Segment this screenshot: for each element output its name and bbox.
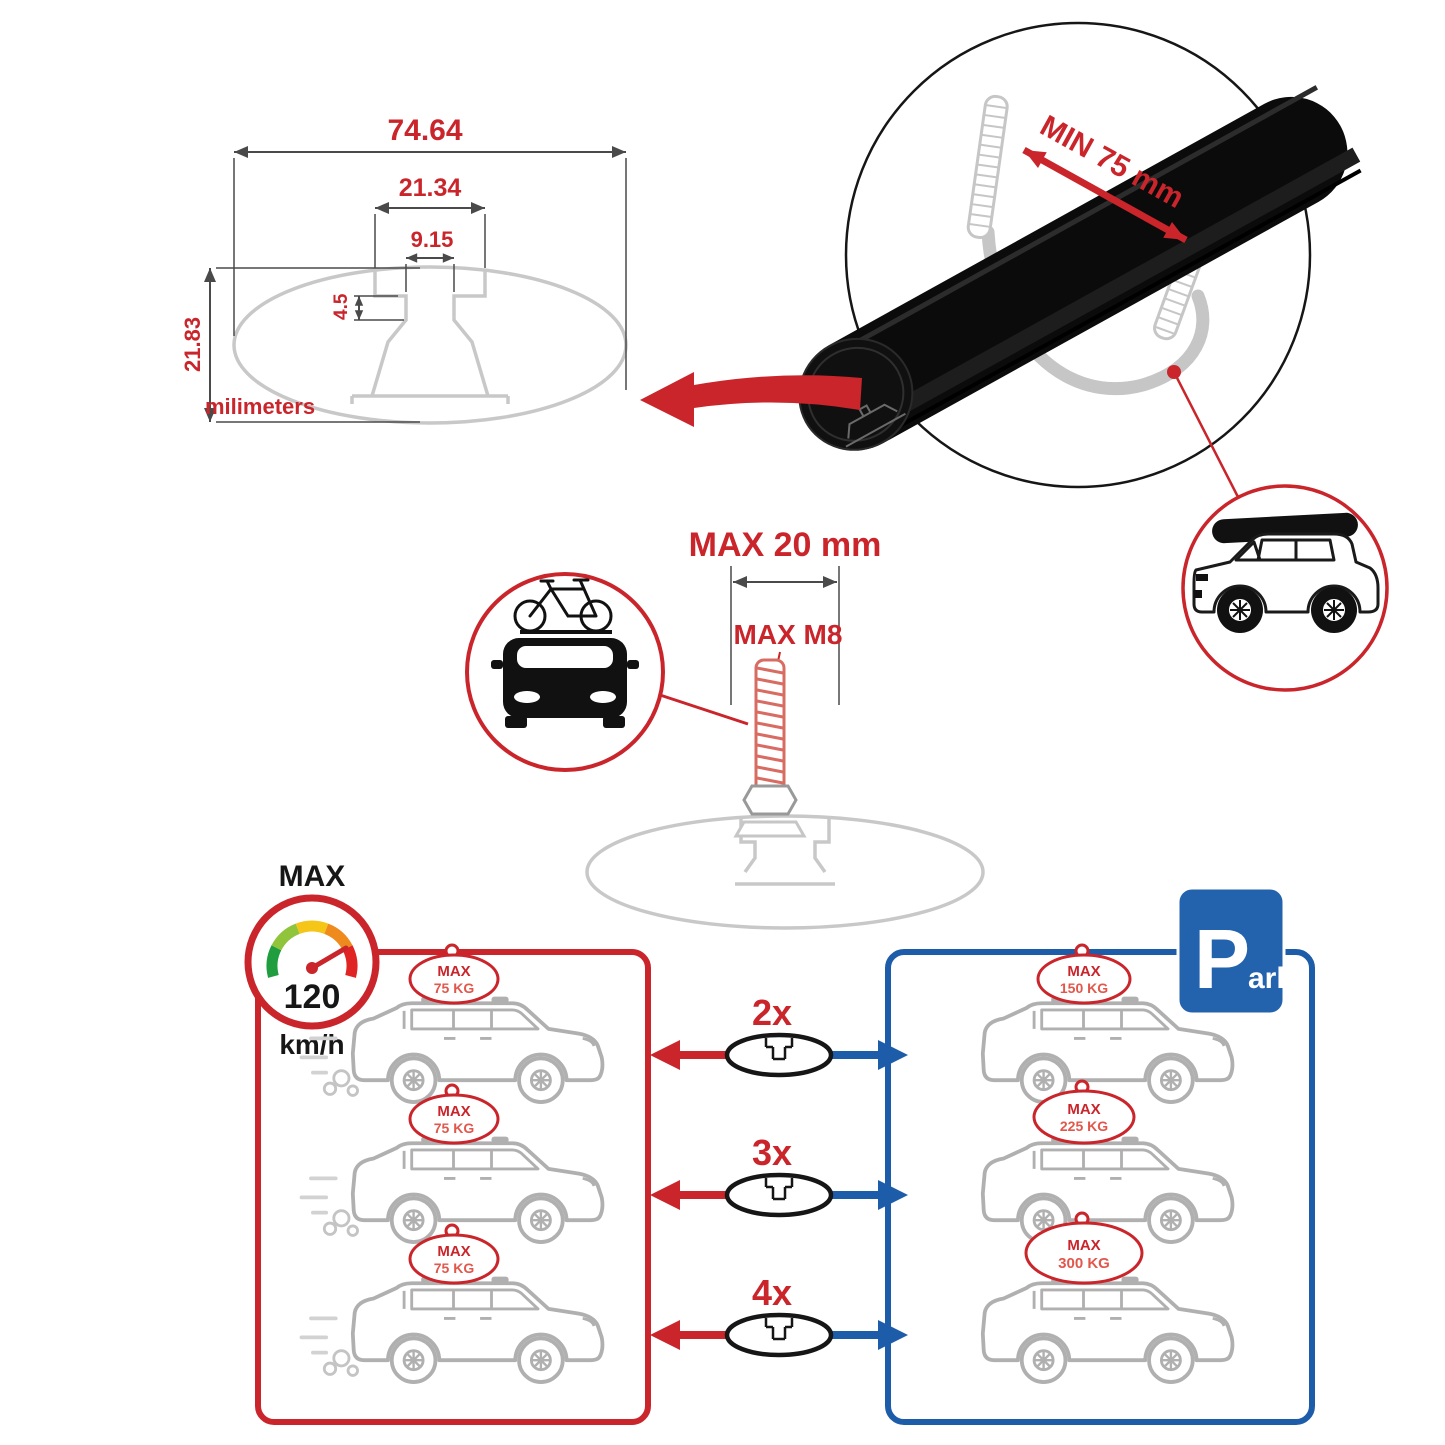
threaded-rod-left [966, 94, 1009, 240]
crossbar-section-icon [727, 1035, 831, 1075]
bolt-hex-head [742, 784, 798, 816]
sack-max-label: MAX [437, 1103, 470, 1120]
sack-weight-label: 75 KG [434, 1260, 475, 1276]
dimension-height-total: 21.83 [180, 267, 420, 423]
driving-car-row-3: MAX 75 KG [299, 1223, 605, 1384]
driving-car-row-1: MAX 75 KG [299, 943, 605, 1104]
park-sign-initial: P [1194, 912, 1250, 1006]
bicycle-icon [513, 578, 613, 634]
parked-car-row-1: MAX 150 KG [980, 943, 1235, 1104]
crossbar [798, 85, 1362, 451]
sack-max-label: MAX [1067, 1101, 1100, 1118]
parked-car-row-3: MAX 300 KG [980, 1211, 1235, 1384]
circle-to-bolt-connector [659, 693, 749, 726]
blue-arrow-head [878, 1040, 908, 1070]
threaded-stud [733, 658, 807, 838]
sack-max-label: MAX [437, 1243, 470, 1260]
blue-arrow-head [878, 1180, 908, 1210]
zoom-arrow [640, 372, 862, 427]
sack-weight-label: 150 KG [1060, 980, 1108, 996]
sack-weight-label: 225 KG [1060, 1118, 1108, 1134]
suv-with-roofbox [1192, 512, 1380, 633]
red-arrow-head [650, 1320, 680, 1350]
step-depth-label: 4.5 [331, 293, 352, 320]
units-label: milimeters [205, 394, 315, 419]
width-total-label: 74.64 [387, 114, 462, 147]
height-total-label: 21.83 [180, 317, 205, 372]
cargo-sack: MAX 300 KG [1024, 1211, 1144, 1285]
speed-limit-badge: MAX 120 km/h [244, 860, 380, 1060]
dimension-width-total: 74.64 [233, 114, 627, 390]
blue-arrow-head [878, 1320, 908, 1350]
dimension-slot-width: 9.15 [405, 227, 455, 292]
crossbar-section-ellipse [585, 814, 985, 930]
sack-max-label: MAX [437, 963, 470, 980]
parked-car-row-2: MAX 225 KG [980, 1079, 1235, 1244]
multiplier-row-2: 3x [650, 1132, 908, 1215]
crossbar-section-icon [727, 1175, 831, 1215]
channel-width-label: 21.34 [399, 174, 462, 202]
speed-max-label: MAX [279, 860, 346, 893]
dimension-step-depth: 4.5 [331, 293, 404, 321]
speed-unit: km/h [279, 1029, 344, 1060]
multiplier-label: 3x [752, 1132, 792, 1173]
profile-dimension-diagram: 74.64 21.34 9.15 4.5 [180, 114, 862, 427]
multiplier-row-3: 4x [650, 1272, 908, 1355]
sack-max-label: MAX [1067, 963, 1100, 980]
cargo-sack: MAX 225 KG [1032, 1079, 1136, 1145]
crossbar-section-icon [727, 1315, 831, 1355]
bolt-max-thread-label: MAX M8 [734, 619, 843, 650]
speed-value: 120 [284, 978, 341, 1016]
sack-max-label: MAX [1067, 1237, 1100, 1254]
slot-width-label: 9.15 [411, 227, 454, 252]
cargo-sack: MAX 75 KG [408, 943, 500, 1005]
red-arrow-head [650, 1040, 680, 1070]
cargo-sack: MAX 150 KG [1036, 943, 1132, 1005]
suv-roofbox-circle [1181, 484, 1389, 692]
car-front-icon [491, 638, 639, 728]
cargo-sack: MAX 75 KG [408, 1083, 500, 1145]
driving-car-row-2: MAX 75 KG [299, 1083, 605, 1244]
park-sign: P ark [1176, 886, 1293, 1016]
cargo-sack: MAX 75 KG [408, 1223, 500, 1285]
sack-weight-label: 75 KG [434, 980, 475, 996]
profile-channel [350, 270, 510, 404]
red-arrow-head [650, 1180, 680, 1210]
multiplier-label: 2x [752, 992, 792, 1033]
sack-weight-label: 75 KG [434, 1120, 475, 1136]
t-slot-nut [733, 820, 807, 838]
dimension-channel-width: 21.34 [374, 174, 486, 268]
multiplier-row-1: 2x [650, 992, 908, 1075]
bolt-fitting-diagram: MAX 20 mm MAX M8 [465, 526, 985, 930]
load-comparison-section: MAX 120 km/h P ark [244, 860, 1315, 1425]
multiplier-label: 4x [752, 1272, 792, 1313]
crossbar-detail-circle: MIN 75 mm [798, 21, 1362, 498]
bolt-max-length-label: MAX 20 mm [689, 526, 882, 564]
speedometer-needle [309, 945, 349, 971]
bike-on-car-circle [465, 572, 749, 772]
clamp-to-suv-connector [1172, 371, 1240, 498]
sack-weight-label: 300 KG [1058, 1255, 1110, 1272]
park-sign-rest: ark [1248, 962, 1293, 995]
